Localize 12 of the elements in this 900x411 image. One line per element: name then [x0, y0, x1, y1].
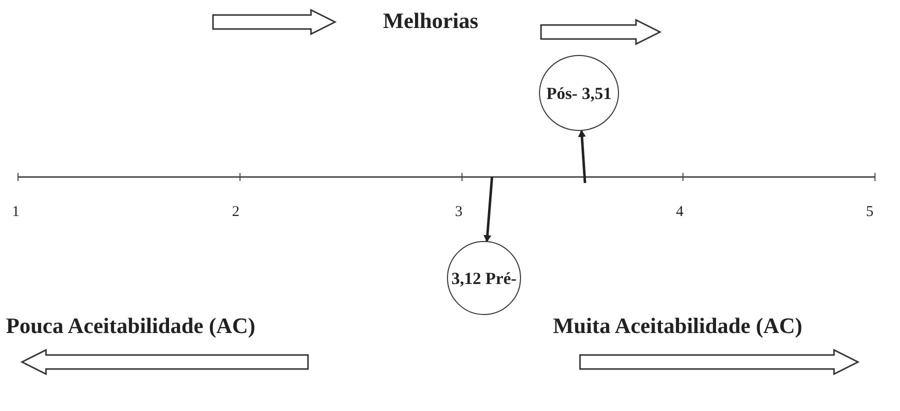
value-text: 3,12 Pré-: [451, 268, 517, 288]
tick-label: 3: [455, 204, 462, 221]
tick-label: 2: [232, 204, 240, 221]
arrow: [578, 130, 586, 184]
arrow: [483, 176, 494, 242]
title-text: Melhorias: [383, 8, 478, 34]
scale-end-label: Pouca Aceitabilidade (AC): [6, 313, 256, 339]
tick-label: 4: [676, 204, 684, 221]
value-text: Pós- 3,51: [546, 84, 612, 102]
scale-end-label: Muita Aceitabilidade (AC): [553, 313, 802, 339]
tick-label: 1: [12, 204, 20, 221]
tick-label: 5: [866, 204, 874, 221]
